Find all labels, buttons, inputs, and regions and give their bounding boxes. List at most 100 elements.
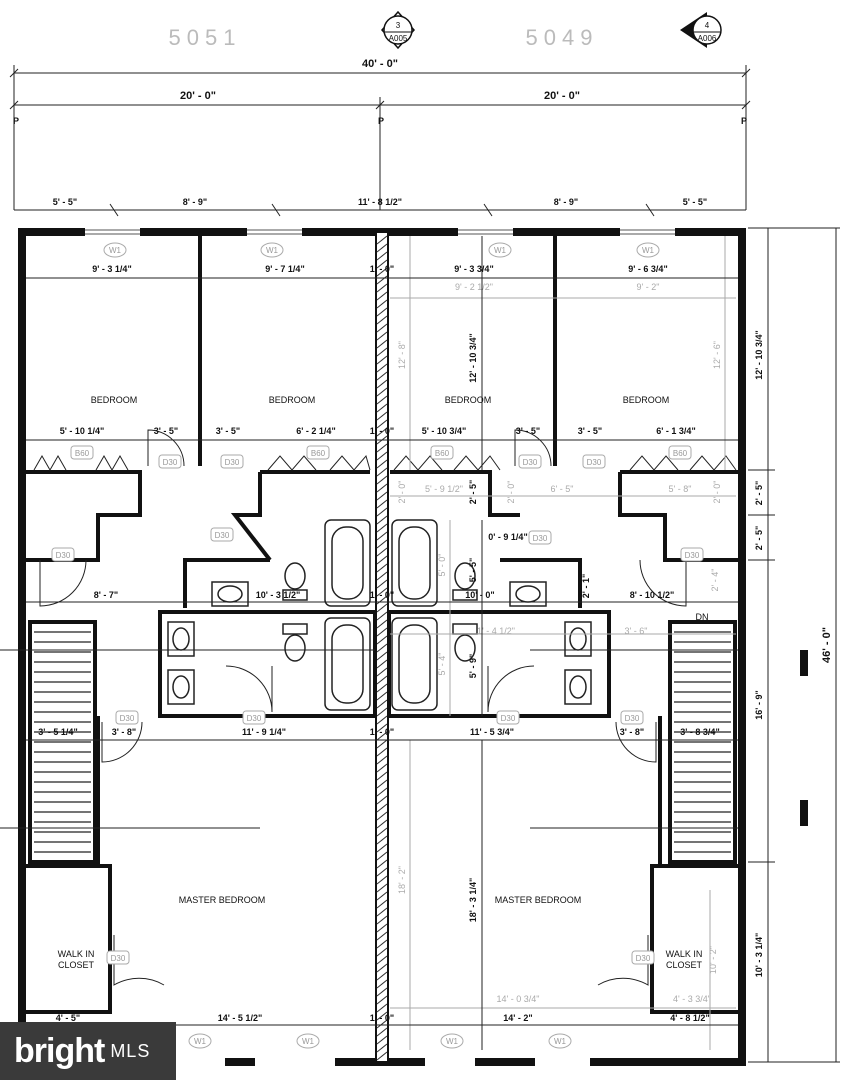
- grey-dim: 2' - 4": [710, 569, 720, 592]
- bifold-tag: B60: [430, 445, 454, 460]
- dim: 6' - 2 1/4": [296, 426, 335, 436]
- overall-depth-label: 46' - 0": [821, 627, 833, 663]
- door-tag: D30: [620, 710, 644, 725]
- window-tag: W1: [103, 242, 127, 258]
- dim: 4' - 5": [56, 1013, 80, 1023]
- dim: 0' - 9 1/4": [488, 532, 527, 542]
- overall-width-dimension: 40' - 0": [9, 58, 751, 210]
- svg-text:W1: W1: [642, 246, 655, 255]
- dim: 6' - 1 3/4": [656, 426, 695, 436]
- svg-text:D30: D30: [247, 714, 262, 723]
- door-tag: D30: [220, 454, 244, 469]
- dim: 3' - 8": [112, 727, 136, 737]
- svg-text:D30: D30: [685, 551, 700, 560]
- door-tag: D30: [518, 454, 542, 469]
- dim: 1' - 0": [370, 264, 394, 274]
- half-width-left: 20' - 0": [180, 90, 216, 102]
- dim: 3' - 5": [216, 426, 240, 436]
- right-dim: 2' - 5": [754, 526, 764, 550]
- door-tag: D30: [210, 527, 234, 542]
- right-dim: 16' - 9": [754, 690, 764, 719]
- room-label-bedroom: BEDROOM: [269, 395, 316, 405]
- svg-text:W1: W1: [109, 246, 122, 255]
- grey-dim: 2' - 0": [506, 481, 516, 504]
- grey-dim: 1' - 4 1/2": [477, 626, 515, 636]
- door-tag: D30: [582, 454, 606, 469]
- svg-text:B60: B60: [75, 449, 90, 458]
- grey-dim: 12' - 8": [397, 341, 407, 369]
- logo-sub: MLS: [110, 1040, 151, 1061]
- grey-dim: 6' - 5": [551, 484, 574, 494]
- svg-text:D30: D30: [120, 714, 135, 723]
- grid-mark: P: [741, 116, 747, 126]
- window-tag: W1: [296, 1033, 320, 1049]
- svg-text:D30: D30: [625, 714, 640, 723]
- door-tag: D30: [496, 710, 520, 725]
- room-label-bedroom: BEDROOM: [623, 395, 670, 405]
- room-label-master-bedroom: MASTER BEDROOM: [495, 895, 582, 905]
- bifold-tag: B60: [70, 445, 94, 460]
- svg-text:W1: W1: [554, 1037, 567, 1046]
- svg-text:B60: B60: [673, 449, 688, 458]
- grey-dim: 9' - 2": [637, 282, 660, 292]
- svg-text:D30: D30: [501, 714, 516, 723]
- overall-width-label: 40' - 0": [362, 58, 398, 70]
- svg-text:W1: W1: [194, 1037, 207, 1046]
- grey-dim: 14' - 0 3/4": [497, 994, 540, 1004]
- grey-dim: 2' - 0": [712, 481, 722, 504]
- logo-brand: bright: [14, 1031, 105, 1070]
- grid-mark: P: [378, 116, 384, 126]
- svg-text:B60: B60: [311, 449, 326, 458]
- room-labels: BEDROOM BEDROOM BEDROOM BEDROOM MASTER B…: [58, 395, 709, 970]
- dim: 3' - 5": [154, 426, 178, 436]
- top-dim: 5' - 5": [683, 197, 707, 207]
- interior-dimensions: 9' - 3 1/4" 9' - 7 1/4" 1' - 0" 9' - 3 3…: [0, 236, 738, 1050]
- dim: 2' - 1": [581, 574, 591, 598]
- svg-text:D30: D30: [587, 458, 602, 467]
- svg-text:W1: W1: [266, 246, 279, 255]
- section-marker-left: 3 A005: [380, 10, 416, 50]
- door-tag: D30: [115, 710, 139, 725]
- svg-text:D30: D30: [56, 551, 71, 560]
- dim: 3' - 5": [578, 426, 602, 436]
- svg-text:W1: W1: [494, 246, 507, 255]
- svg-text:D30: D30: [163, 458, 178, 467]
- dim: 3' - 8": [620, 727, 644, 737]
- dim: 9' - 7 1/4": [265, 264, 304, 274]
- dim: 5' - 9": [468, 654, 478, 678]
- half-width-dimensions: 20' - 0" 20' - 0" P P P: [9, 90, 751, 210]
- grey-dimensions: 9' - 2 1/2" 9' - 2" 12' - 8" 12' - 6" 5'…: [390, 236, 736, 1050]
- door-tag: D30: [106, 950, 130, 965]
- dim: 3' - 5 1/4": [38, 727, 77, 737]
- grey-dim: 5' - 8": [669, 484, 692, 494]
- unit-number-right: 5049: [526, 25, 599, 50]
- window-tag: W1: [188, 1033, 212, 1049]
- dim: 8' - 7": [94, 590, 118, 600]
- dim: 5' - 5": [468, 558, 478, 582]
- section-marker-right: 4 A006: [680, 12, 722, 48]
- section-number: 3: [396, 21, 401, 30]
- stairs: [34, 631, 731, 853]
- dim: 1' - 0": [370, 727, 394, 737]
- section-number: 4: [705, 21, 710, 30]
- dim: 1' - 0": [370, 1013, 394, 1023]
- window-tag: W1: [636, 242, 660, 258]
- dim: 10' - 3 1/2": [256, 590, 300, 600]
- top-dimension-string: 5' - 5" 8' - 9" 11' - 8 1/2" 8' - 9" 5' …: [14, 197, 746, 217]
- window-tag: W1: [548, 1033, 572, 1049]
- top-dim: 8' - 9": [554, 197, 578, 207]
- top-dim: 11' - 8 1/2": [358, 197, 402, 207]
- section-sheet: A006: [698, 34, 717, 43]
- grey-dim: 5' - 9 1/2": [425, 484, 463, 494]
- room-label-walk-in: WALK IN: [58, 949, 95, 959]
- window-tag: W1: [488, 242, 512, 258]
- dim: 3' - 8 3/4": [680, 727, 719, 737]
- room-label-master-bedroom: MASTER BEDROOM: [179, 895, 266, 905]
- dim: 5' - 10 1/4": [60, 426, 104, 436]
- right-dim: 2' - 5": [754, 481, 764, 505]
- right-dimension-strings: 12' - 10 3/4" 2' - 5" 2' - 5" 16' - 9" 1…: [748, 227, 840, 1063]
- dim: 1' - 0": [370, 426, 394, 436]
- dim: 8' - 10 1/2": [630, 590, 674, 600]
- grey-dim: 2' - 0": [397, 481, 407, 504]
